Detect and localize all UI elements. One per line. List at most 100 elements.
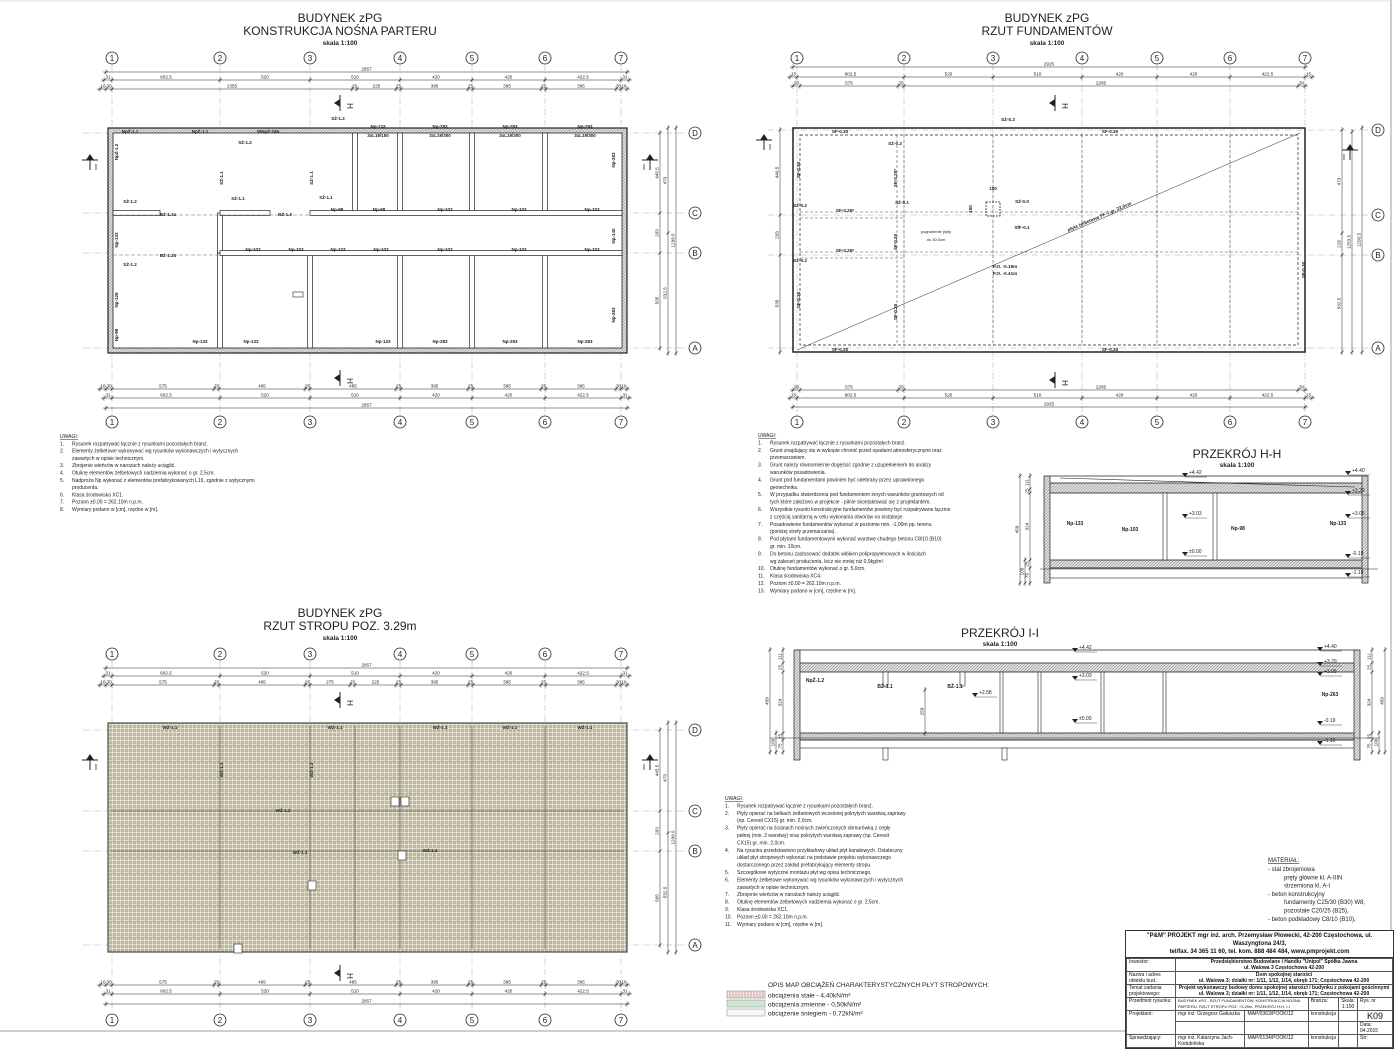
- plan-3-dim-top-value: 422.5: [577, 671, 589, 676]
- plan-1-axis-col-bottom-label: 4: [398, 418, 403, 427]
- section-hh-elevation-marker: [1345, 514, 1351, 518]
- topic-name: Projekt wykonawczy budowy domu spokojnej…: [1178, 985, 1390, 991]
- plan-2-notes-text: Grunt należy równomiernie dogęścić zgodn…: [770, 463, 932, 469]
- plan-2-dim-bottom-value: 420: [1190, 393, 1198, 398]
- plan-2-notes-number: 4.: [758, 477, 762, 483]
- plan-1-element-label: Np-283: [502, 124, 518, 129]
- section-ii-dim-left-total-tick: [768, 648, 772, 652]
- material-heading: MATERIAŁ:: [1268, 858, 1300, 864]
- plan-1-element-label: 3xL19/300: [429, 133, 451, 138]
- plan-1-wall: [542, 252, 548, 349]
- section-hh-dim-total-tick: [1018, 474, 1022, 478]
- plan-3-dim-bottom-value: 485: [349, 980, 357, 985]
- plan-1-axis-col-bottom: [465, 415, 479, 429]
- plan-3-notes-text: Szczegółowe wytyczne montażu płyt wg opi…: [737, 870, 872, 876]
- plan-1-axis-col-bottom-label: 6: [543, 418, 548, 427]
- plan-1-dim-side-value: 505: [655, 296, 660, 304]
- plan-3-section-mark: [82, 754, 98, 770]
- plan-1-element-label: Np-283: [611, 307, 616, 323]
- section-hh-dim-found-tick: [1023, 558, 1027, 562]
- plan-2-dim-bottom-value: 2925: [1044, 402, 1055, 407]
- plan-3-notes-heading: UWAGI:: [725, 796, 743, 802]
- plan-3-notes-number: 6.: [725, 877, 729, 883]
- plan-2-dim-bottom-value: 602.5: [845, 393, 857, 398]
- plan-1-dim-side-tick: [674, 351, 678, 355]
- plan-3-axis-col-label: 1: [110, 650, 115, 659]
- plan-3-notes-number: 9.: [725, 907, 729, 913]
- plan-2-element-label: SF-0.25*: [836, 248, 854, 253]
- plan-2-element-label: SF-0.25*: [836, 208, 854, 213]
- plan-2-notes-text: gr. min. 10cm.: [770, 544, 801, 550]
- plan-1-dim-top-value: 510: [351, 75, 359, 80]
- plan-3-dim-top-value: 30: [616, 680, 622, 685]
- plan-3-dim-top-value: 16: [100, 680, 106, 685]
- plan-2-element-label: SF-0.30: [832, 129, 849, 134]
- designer-label: Projektant:: [1126, 1010, 1176, 1035]
- section-hh-elevation: +3.05: [1352, 511, 1365, 517]
- plan-2-axis-col: [986, 51, 1000, 65]
- plan-1-axis-col-bottom: [614, 415, 628, 429]
- plan-3-notes-text: Klasa środowiska XC1.: [737, 907, 788, 913]
- plan-3-dim-side-tick: [658, 943, 662, 947]
- plan-2-axis-col-bottom: [1223, 415, 1237, 429]
- plan-1-dim-top-value: 1355: [227, 84, 238, 89]
- plan-2-section-mark: [1049, 95, 1056, 111]
- plan-3-axis-col-bottom: [393, 1013, 407, 1027]
- plan-1-dim-top-value: 225: [373, 84, 381, 89]
- plan-3-dim-bottom-value: 30: [106, 980, 112, 985]
- section-ii-dim-left-value: 25: [778, 665, 783, 671]
- plan-2-dim-top-value: 420: [1116, 72, 1124, 77]
- section-hh-floor-slab: [1046, 559, 1368, 569]
- plan-1-notes-text: Poziom ±0.00 = 262.10m n.p.m.: [72, 500, 143, 506]
- plan-2-section-mark-label: I: [1343, 153, 1345, 162]
- section-ii-elevation-marker: [972, 693, 978, 697]
- plan-2-element-label: SF-0.30: [1301, 261, 1306, 278]
- company-header: "P&M" PROJEKT mgr inż. arch. Przemysław …: [1146, 933, 1373, 947]
- plan-3-dim-top-value: 395: [431, 680, 439, 685]
- plan-1-notes-heading: UWAGI:: [60, 434, 78, 440]
- plan-2-dim-bottom-value: 15: [791, 393, 797, 398]
- plan-1-axis-col: [465, 51, 479, 65]
- plan-1-wall: [307, 252, 313, 349]
- plan-2-notes-text: geotechnika.: [770, 485, 798, 491]
- section-hh-wall: [1043, 475, 1051, 584]
- plan-2-element-label: SŻ-0.2: [793, 257, 807, 263]
- section-ii-dim-left-tick: [781, 648, 785, 652]
- plan-2-slab-diagonal: [796, 132, 1301, 351]
- section-hh-dim-value: 25: [1025, 561, 1030, 567]
- plan-3-dim-bottom-value: 30: [616, 980, 622, 985]
- section-ii-elevation-marker: [1072, 676, 1078, 680]
- plan-3-element-label: WŻ-1.3: [218, 762, 224, 777]
- investor-name: Przedsiębiorstwo Budowlane i Handlu "Uni…: [1210, 959, 1358, 965]
- plan-3-notes-text: Zbrojenie wieńców w narożach należy ucią…: [737, 892, 841, 898]
- plan-1-axis-col: [213, 51, 227, 65]
- section-ii-elevation: +4.42: [1079, 645, 1092, 651]
- plan-1-dim-top-value: 25: [541, 84, 547, 89]
- plan-3-dim-bottom-value: 395: [577, 980, 585, 985]
- plan-3-dim-top-value: 31: [622, 671, 628, 676]
- plan-2-notes-number: 5.: [758, 492, 762, 498]
- legend-item: obciążenie śniegiem - 0,72kN/m²: [768, 1011, 863, 1018]
- plan-1-element-label: Np-128: [114, 292, 119, 308]
- plan-2-dim-bottom-value: 30: [794, 385, 800, 390]
- plan-1-axis-col: [393, 51, 407, 65]
- plan-3-axis-row-label: D: [692, 726, 698, 735]
- section-hh-dim-tick: [1028, 581, 1032, 585]
- section-hh-elevation: +3.03: [1189, 511, 1202, 517]
- plan-2-axis-col: [1150, 51, 1164, 65]
- plan-2-axis-row: [1371, 208, 1385, 222]
- plan-2-dim-top-value: 520: [945, 72, 953, 77]
- plan-2-subtitle: RZUT FUNDAMENTÓW: [981, 23, 1113, 38]
- plan-1-axis-col: [538, 51, 552, 65]
- section-hh-dim-value: 324: [1025, 522, 1030, 530]
- plan-1-dim-bottom-value: 485: [349, 384, 357, 389]
- plan-1-element-label: Np-283: [432, 339, 448, 344]
- plan-1-notes-text: Nadproża Np wykonać z elementów prefabry…: [72, 478, 255, 484]
- plan-1-section-mark-label: I: [95, 163, 97, 172]
- plan-2-axis-col-bottom-label: 6: [1228, 418, 1233, 427]
- plan-2-element-label: SF-0.30: [1102, 129, 1119, 134]
- section-ii-dim-found-value: 100: [771, 738, 776, 746]
- material-line: strzemiona kl. A-I: [1284, 884, 1330, 890]
- plan-3-dim-top-value: 420: [505, 671, 513, 676]
- plan-2-axis-col-label: 3: [991, 54, 996, 63]
